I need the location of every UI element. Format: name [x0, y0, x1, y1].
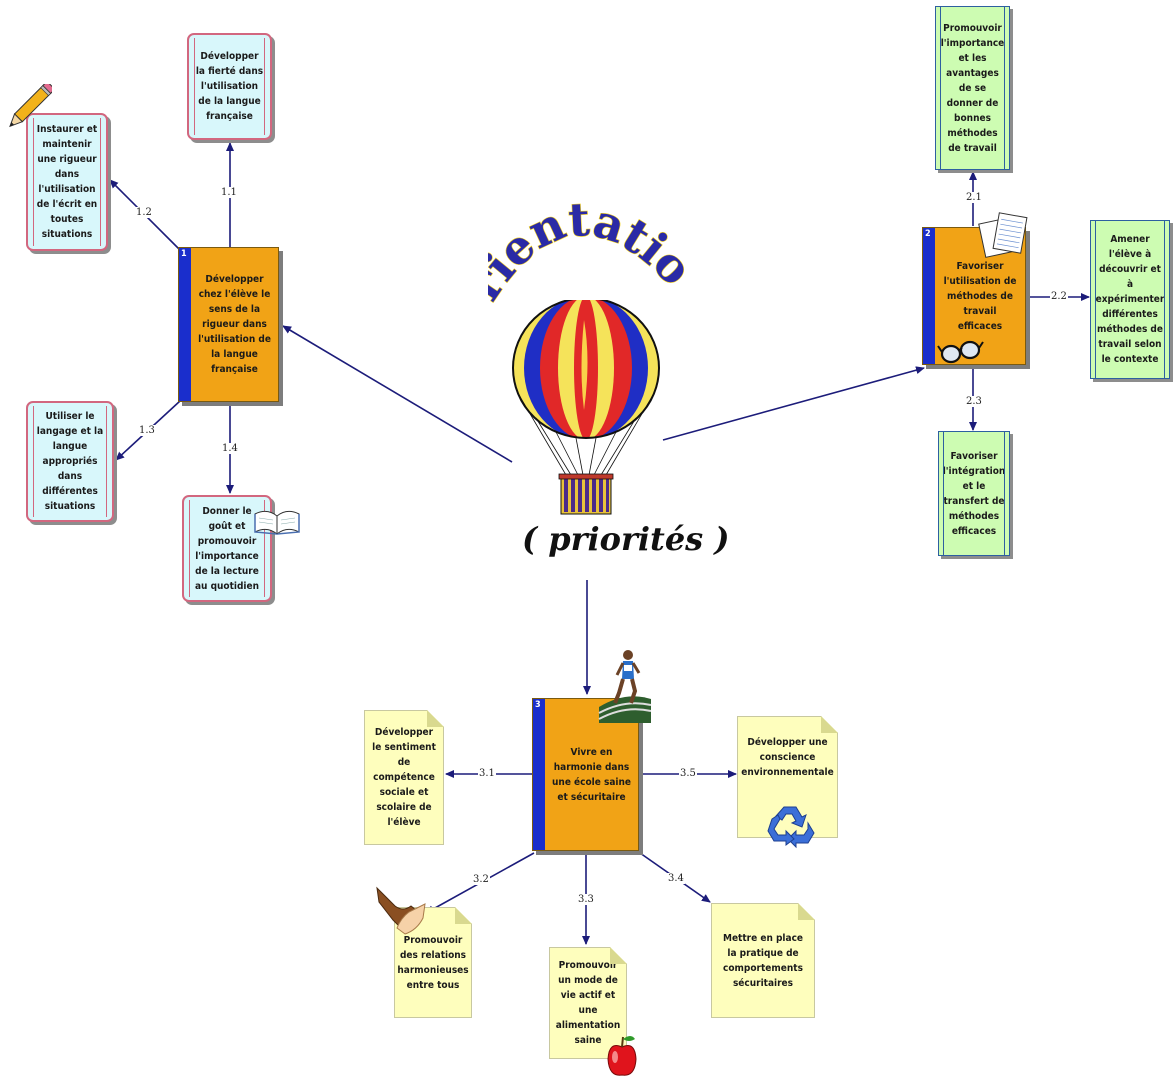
- link-label-1-3: 1.3: [138, 425, 156, 436]
- orientation-1-text: Développer chez l'élève le sens de la ri…: [198, 274, 271, 375]
- objective-1-1-card[interactable]: Développer la fierté dans l'utilisation …: [187, 33, 272, 140]
- objective-2-1-card[interactable]: Promouvoir l'importance et les avantages…: [935, 6, 1010, 170]
- orientation-3-box[interactable]: 3 Vivre en harmonie dans une école saine…: [532, 698, 639, 851]
- objective-3-5-text: Développer une conscience environnementa…: [741, 736, 834, 778]
- recycle-icon: [767, 806, 815, 849]
- objective-2-2-card[interactable]: Amener l'élève à découvrir et à expérime…: [1090, 220, 1170, 379]
- link-label-1-2: 1.2: [135, 207, 153, 218]
- arrow-to-orientation-2: [662, 366, 925, 441]
- note-fold-3-3: [610, 947, 627, 964]
- objective-2-3-text: Favoriser l'intégration et le transfert …: [942, 450, 1006, 537]
- objective-3-1-card[interactable]: Développer le sentiment de compétence so…: [364, 710, 444, 845]
- objective-3-2-text: Promouvoir des relations harmonieuses en…: [397, 934, 469, 991]
- note-fold-3-1: [427, 710, 444, 727]
- objective-3-3-card[interactable]: Promouvoir un mode de vie actif et une a…: [549, 947, 627, 1059]
- objective-1-2-text: Instaurer et maintenir une rigueur dans …: [36, 124, 98, 240]
- link-label-3-3: 3.3: [577, 894, 595, 905]
- open-book-icon: [254, 510, 300, 535]
- link-label-3-1: 3.1: [478, 768, 496, 779]
- objective-2-3-card[interactable]: Favoriser l'intégration et le transfert …: [938, 431, 1010, 556]
- objective-2-1-text: Promouvoir l'importance et les avantages…: [940, 22, 1005, 154]
- link-label-2-3: 2.3: [965, 396, 983, 407]
- objective-3-1-text: Développer le sentiment de compétence so…: [372, 727, 436, 828]
- title-text: Orientations: [488, 198, 688, 308]
- objective-1-2-card[interactable]: Instaurer et maintenir une rigueur dans …: [26, 113, 108, 251]
- objective-2-2-text: Amener l'élève à découvrir et à expérime…: [1095, 234, 1165, 365]
- link-label-2-1: 2.1: [965, 192, 983, 203]
- objective-3-3-text: Promouvoir un mode de vie actif et une a…: [555, 960, 621, 1046]
- title-orientations: Orientations: [488, 198, 688, 308]
- orientation-2-number: 2: [925, 229, 931, 239]
- link-label-3-2: 3.2: [472, 874, 490, 885]
- objective-1-1-text: Développer la fierté dans l'utilisation …: [195, 51, 264, 122]
- link-label-2-2: 2.2: [1050, 291, 1068, 302]
- objective-1-4-text: Donner le goût et promouvoir l'importanc…: [194, 505, 260, 592]
- link-label-3-4: 3.4: [667, 873, 685, 884]
- arrow-to-orientation-1: [282, 325, 513, 463]
- handshake-icon: [376, 886, 426, 935]
- papers-icon: [978, 212, 1028, 258]
- objective-1-3-card[interactable]: Utiliser le langage et la langue appropr…: [26, 401, 114, 522]
- note-fold-3-4: [798, 903, 815, 920]
- apple-icon: [607, 1036, 637, 1076]
- objective-1-3-text: Utiliser le langage et la langue appropr…: [36, 411, 104, 512]
- link-label-3-5: 3.5: [679, 768, 697, 779]
- orientation-2-text: Favoriser l'utilisation de méthodes de t…: [943, 260, 1017, 332]
- objective-3-4-card[interactable]: Mettre en place la pratique de comportem…: [711, 903, 815, 1018]
- note-fold-3-5: [821, 716, 838, 733]
- orientation-3-number: 3: [535, 700, 541, 710]
- objective-3-2-card[interactable]: Promouvoir des relations harmonieuses en…: [394, 907, 472, 1018]
- objective-3-4-text: Mettre en place la pratique de comportem…: [723, 932, 803, 989]
- link-label-1-4: 1.4: [221, 443, 239, 454]
- orientation-1-box[interactable]: 1 Développer chez l'élève le sens de la …: [178, 247, 279, 402]
- pencil-icon: [9, 84, 52, 128]
- hot-air-balloon-icon: [512, 300, 660, 515]
- link-label-1-1: 1.1: [220, 187, 238, 198]
- orientation-1-number: 1: [181, 249, 187, 259]
- runner-icon: [598, 650, 652, 723]
- svg-text:Orientations: Orientations: [488, 198, 688, 308]
- note-fold-3-2: [455, 907, 472, 924]
- glasses-icon: [937, 340, 984, 364]
- objective-3-5-card[interactable]: Développer une conscience environnementa…: [737, 716, 838, 838]
- orientation-3-text: Vivre en harmonie dans une école saine e…: [552, 746, 631, 803]
- subtitle-priorites: ( priorités ): [522, 520, 730, 558]
